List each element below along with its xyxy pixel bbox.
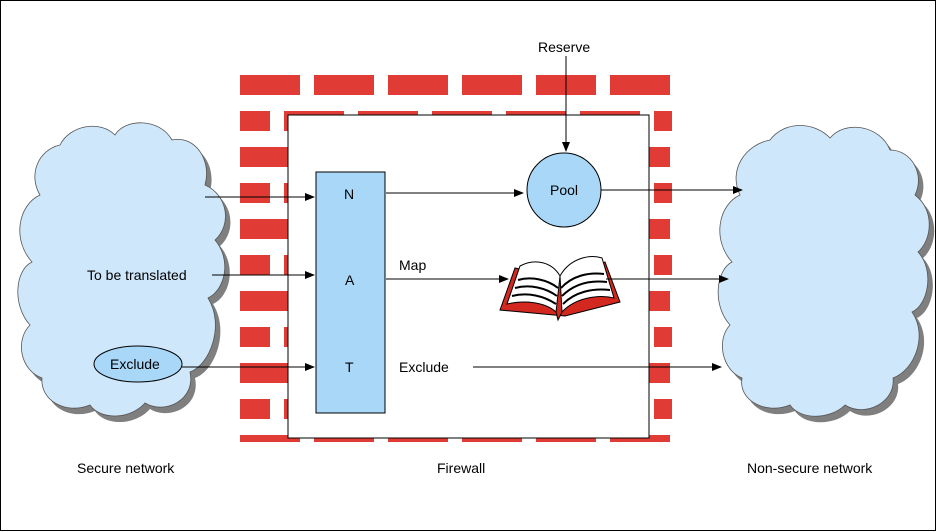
map-label: Map (399, 257, 427, 273)
flow-arrows (182, 56, 743, 371)
brick (654, 255, 672, 275)
book-icon (499, 256, 621, 322)
brick (388, 75, 448, 95)
non-secure-network-cloud (717, 125, 935, 423)
nat-letter-a: A (345, 272, 355, 288)
pool-label: Pool (550, 182, 579, 198)
brick (654, 111, 672, 131)
to-be-translated-label: To be translated (87, 267, 187, 283)
brick (240, 75, 300, 95)
brick (654, 399, 672, 419)
exclude-bubble-label: Exclude (110, 356, 160, 372)
secure-network-label: Secure network (77, 460, 175, 476)
brick (314, 75, 374, 95)
nat-box (315, 171, 386, 414)
nat-letter-n: N (344, 186, 355, 202)
firewall-label: Firewall (437, 460, 486, 476)
exclude-bubble (93, 345, 183, 383)
brick (240, 291, 300, 311)
brick (462, 75, 522, 95)
brick (240, 363, 300, 383)
secure-network-cloud (17, 122, 231, 423)
brick (240, 183, 270, 203)
brick (240, 111, 270, 131)
nat-letter-t: T (345, 359, 354, 375)
brick (240, 147, 300, 167)
brick (610, 75, 670, 95)
brick (240, 435, 300, 442)
brick (654, 183, 672, 203)
brick (240, 219, 300, 239)
reserve-label: Reserve (538, 39, 591, 55)
brick (240, 399, 270, 419)
non-secure-network-label: Non-secure network (747, 460, 873, 476)
brick (240, 327, 270, 347)
exclude-flow-label: Exclude (399, 359, 449, 375)
brick (240, 255, 270, 275)
brick (654, 327, 672, 347)
